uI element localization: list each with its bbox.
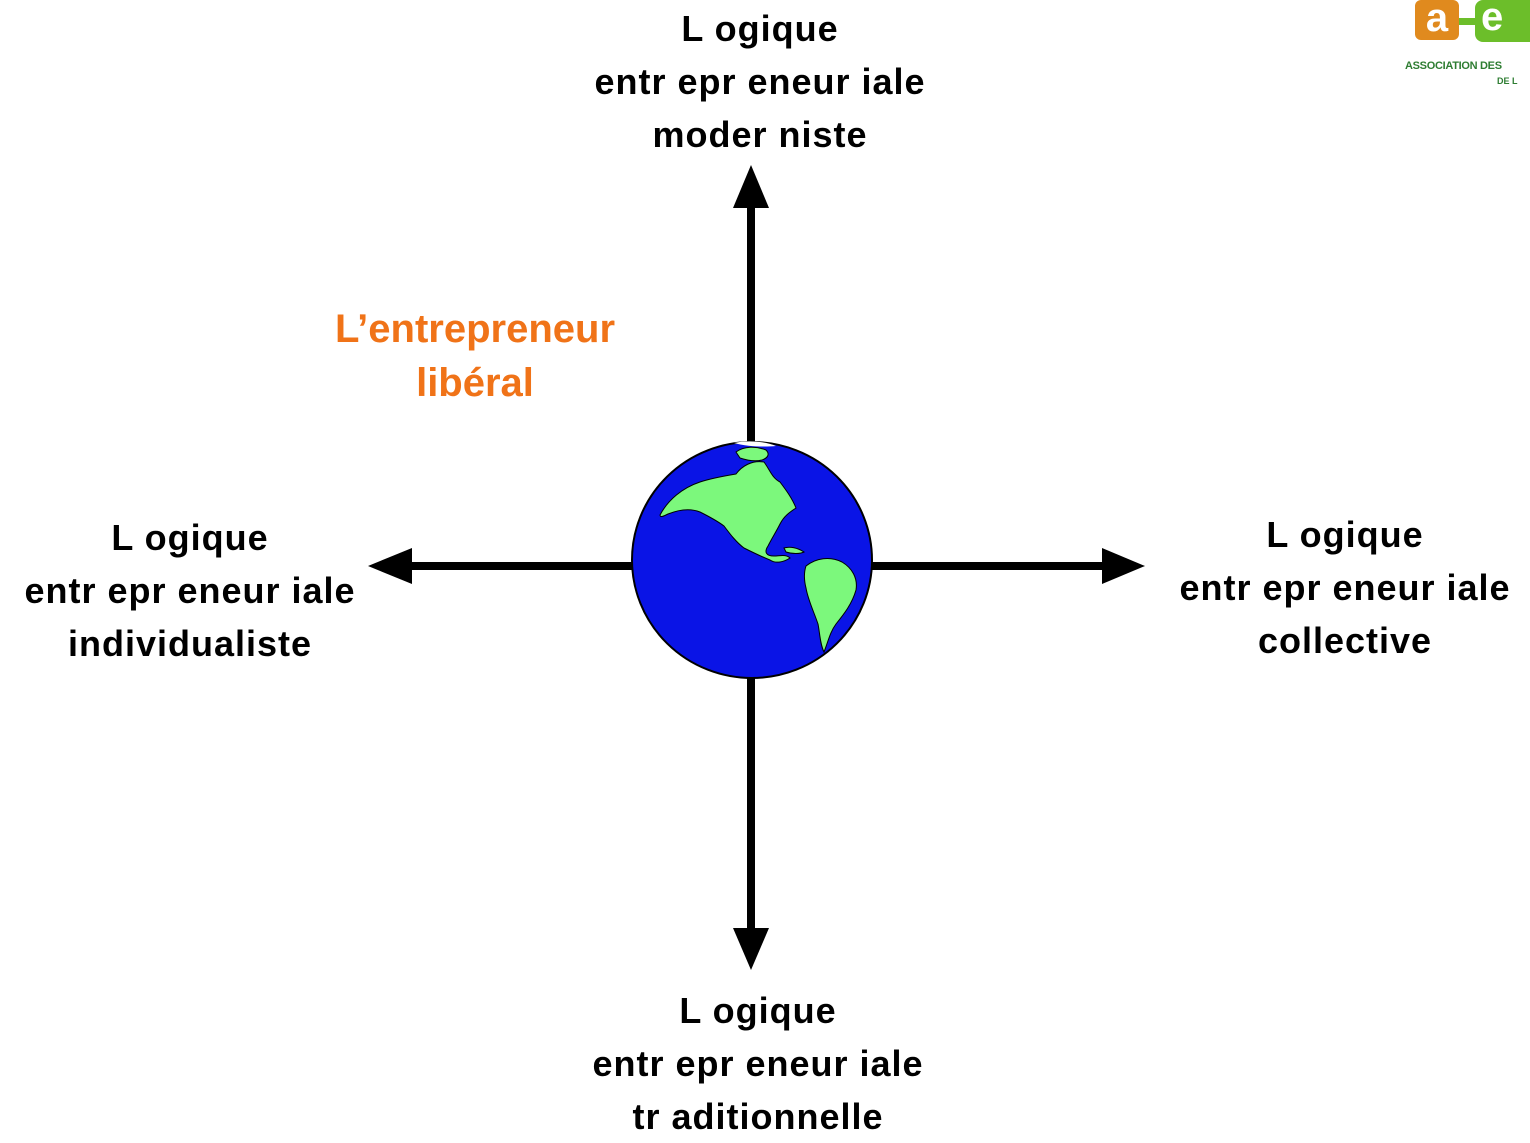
axis-label-left-line-3: individualiste [67,623,313,664]
association-logo: a e ASSOCIATION DES DE L [1405,0,1530,95]
axis-label-right-line-3: collective [1257,620,1433,661]
globe-land-south-america [804,558,857,654]
axis-label-top: L ogique entr epr eneur iale moder niste [560,2,960,161]
axis-label-bottom-line-2: entr epr eneur iale [592,1043,924,1084]
axis-label-bottom: L ogique entr epr eneur iale tr aditionn… [558,984,958,1143]
highlight-label: L’entrepreneur libéral [285,302,665,410]
axis-label-left: L ogique entr epr eneur iale individuali… [0,511,380,670]
arrow-up-icon [733,165,769,208]
axis-label-top-line-1: L ogique [681,8,839,49]
logo-dash [1459,18,1477,25]
axis-label-bottom-line-1: L ogique [679,990,837,1031]
highlight-label-line-1: L’entrepreneur [334,307,616,351]
logo-mark-left: a [1415,0,1459,40]
axis-label-top-line-3: moder niste [652,114,868,155]
axis-label-left-line-1: L ogique [111,517,269,558]
axis-label-bottom-line-3: tr aditionnelle [632,1096,884,1137]
logo-text-line-1: ASSOCIATION DES [1405,60,1502,72]
axis-label-right-line-1: L ogique [1266,514,1424,555]
axis-label-left-line-2: entr epr eneur iale [24,570,356,611]
logo-mark-right: e [1475,0,1530,42]
globe-land-greenland [735,446,769,462]
globe-land-north-america [659,461,797,563]
logo-text-line-2: DE L [1497,76,1518,86]
axis-label-right: L ogique entr epr eneur iale collective [1160,508,1530,667]
globe-icon [631,441,873,679]
globe-ice-cap [734,441,776,447]
arrow-left-icon [368,548,412,584]
highlight-label-line-2: libéral [416,361,534,405]
axis-label-right-line-2: entr epr eneur iale [1179,567,1511,608]
axis-label-top-line-2: entr epr eneur iale [594,61,926,102]
arrow-down-icon [733,928,769,970]
globe-land-caribbean [783,546,805,554]
arrow-right-icon [1102,548,1145,584]
